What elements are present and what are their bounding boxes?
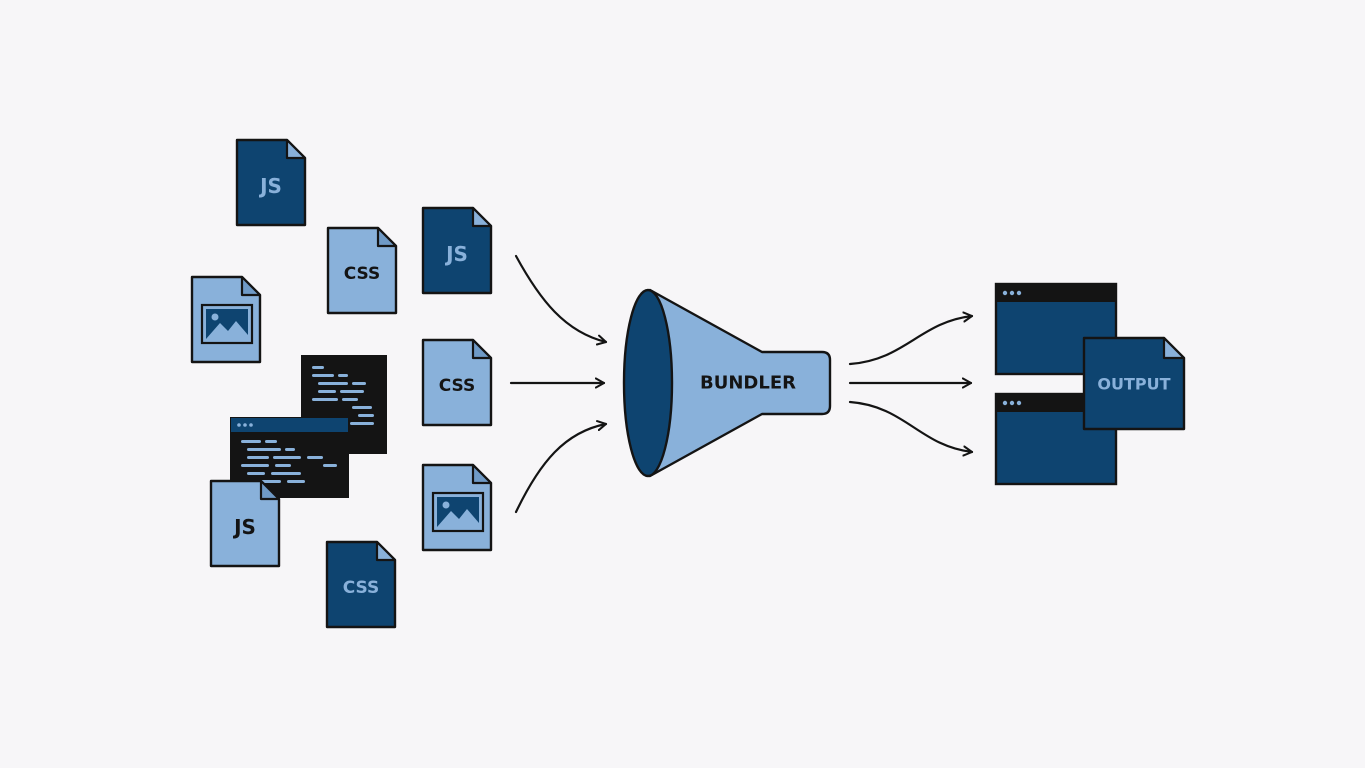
file-label: CSS [439,376,476,396]
css-file-icon: CSS [421,338,493,427]
bundler-label: BUNDLER [700,373,796,394]
js-file-icon: JS [421,206,493,295]
output-label: OUTPUT [1097,375,1170,394]
css-file-icon: CSS [326,226,398,315]
file-label: CSS [344,264,381,284]
file-label: JS [232,515,256,539]
file-label: CSS [343,578,380,598]
image-icon [431,491,485,533]
image-file-icon [190,275,262,364]
js-file-icon: JS [209,479,281,568]
image-file-icon [421,463,493,552]
file-label: JS [258,174,282,198]
arrow-in-top [514,254,608,342]
css-file-icon: CSS [325,540,397,629]
file-label: JS [444,242,468,266]
output-file-icon: OUTPUT [1082,336,1186,431]
arrow-out-bottom [848,400,974,452]
funnel-icon: BUNDLER [622,288,832,478]
js-file-icon: JS [235,138,307,227]
image-icon [200,303,254,345]
arrow-out-top [848,316,974,366]
arrow-in-bottom [514,424,608,514]
